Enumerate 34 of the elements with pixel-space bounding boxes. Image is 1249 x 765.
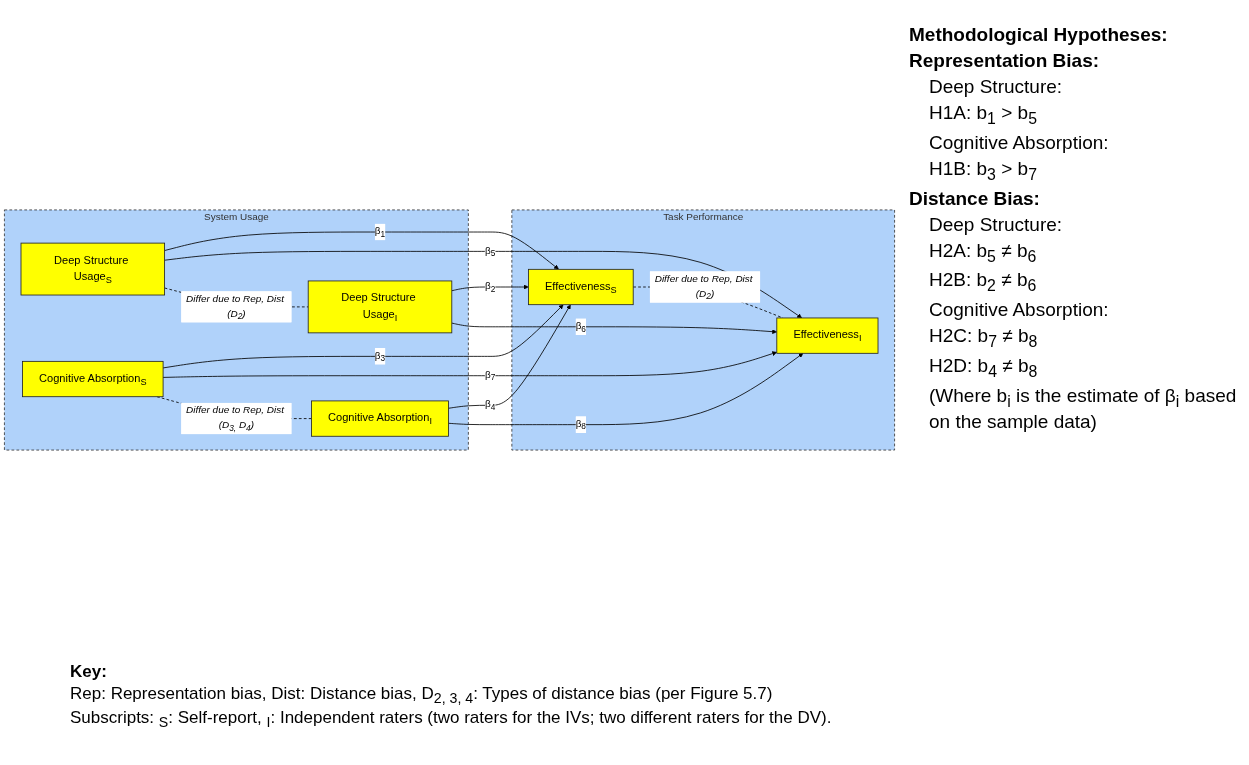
edge-label: β$_{8}$ bbox=[575, 418, 586, 432]
edge-label: Differ due to Rep, Dist (D$_{2}$) bbox=[654, 272, 753, 301]
note-text: H1B: b$_{3}$ > b$_{7}$ bbox=[928, 157, 1038, 184]
node-box: Cognitive Absorption$_{S}$ bbox=[22, 360, 164, 398]
note-text: Deep Structure: bbox=[928, 213, 1064, 236]
heading: Representation Bias: bbox=[909, 50, 1101, 72]
edge-label: β$_{4}$ bbox=[484, 398, 496, 412]
note-text: Subscripts: $_{S}$: Self-report, $_{I}$: Independent raters (two raters for the IVs; two different raters for the DV). bbox=[70, 708, 833, 731]
edge-label: β$_{3}$ bbox=[374, 349, 386, 363]
node-box: Effectiveness$_{I}$ bbox=[776, 317, 879, 354]
heading: Key: bbox=[70, 662, 108, 682]
edge-label: β$_{1}$ bbox=[374, 225, 386, 239]
node-box: Effectiveness$_{S}$ bbox=[528, 268, 634, 306]
note-text: Rep: Representation bias, Dist: Distance bias, D$_{2, 3, 4}$: Types of distance bias (per Figure 5.7) bbox=[70, 684, 774, 707]
heading: Distance Bias: bbox=[909, 187, 1041, 210]
node-box: Cognitive Absorption$_{I}$ bbox=[311, 400, 449, 437]
note-text: Cognitive Absorption: bbox=[928, 131, 1110, 154]
note-text: H1A: b$_{1}$ > b$_{5}$ bbox=[928, 102, 1038, 128]
edge-label: β$_{5}$ bbox=[484, 244, 496, 258]
heading: Methodological Hypotheses: bbox=[909, 24, 1169, 46]
note-text: H2A: b$_{5}$ ≠ b$_{6}$ bbox=[928, 239, 1038, 266]
note-text: (Where b$_{i}$ is the estimate of β$_{i}$ based on the sample data) bbox=[928, 384, 1238, 433]
note-text: H2B: b$_{2}$ ≠ b$_{6}$ bbox=[928, 269, 1038, 296]
edge-label: Differ due to Rep, Dist (D$_{3,}$ D$_{4}$) bbox=[186, 404, 284, 433]
edge-label: β$_{2}$ bbox=[484, 280, 496, 294]
edge-label: β$_{7}$ bbox=[484, 369, 496, 383]
note-text: Cognitive Absorption: bbox=[928, 299, 1110, 322]
node-box: Deep Structure Usage$_{I}$ bbox=[307, 280, 453, 334]
node-box: Deep Structure Usage$_{S}$ bbox=[20, 242, 165, 296]
edge-label: β$_{6}$ bbox=[575, 320, 586, 334]
note-text: Deep Structure: bbox=[928, 76, 1064, 98]
note-text: H2C: b$_{7}$ ≠ b$_{8}$ bbox=[928, 325, 1039, 351]
edge-label: Differ due to Rep, Dist (D$_{2}$) bbox=[186, 292, 284, 321]
note-text: H2D: b$_{4}$ ≠ b$_{8}$ bbox=[928, 355, 1039, 381]
